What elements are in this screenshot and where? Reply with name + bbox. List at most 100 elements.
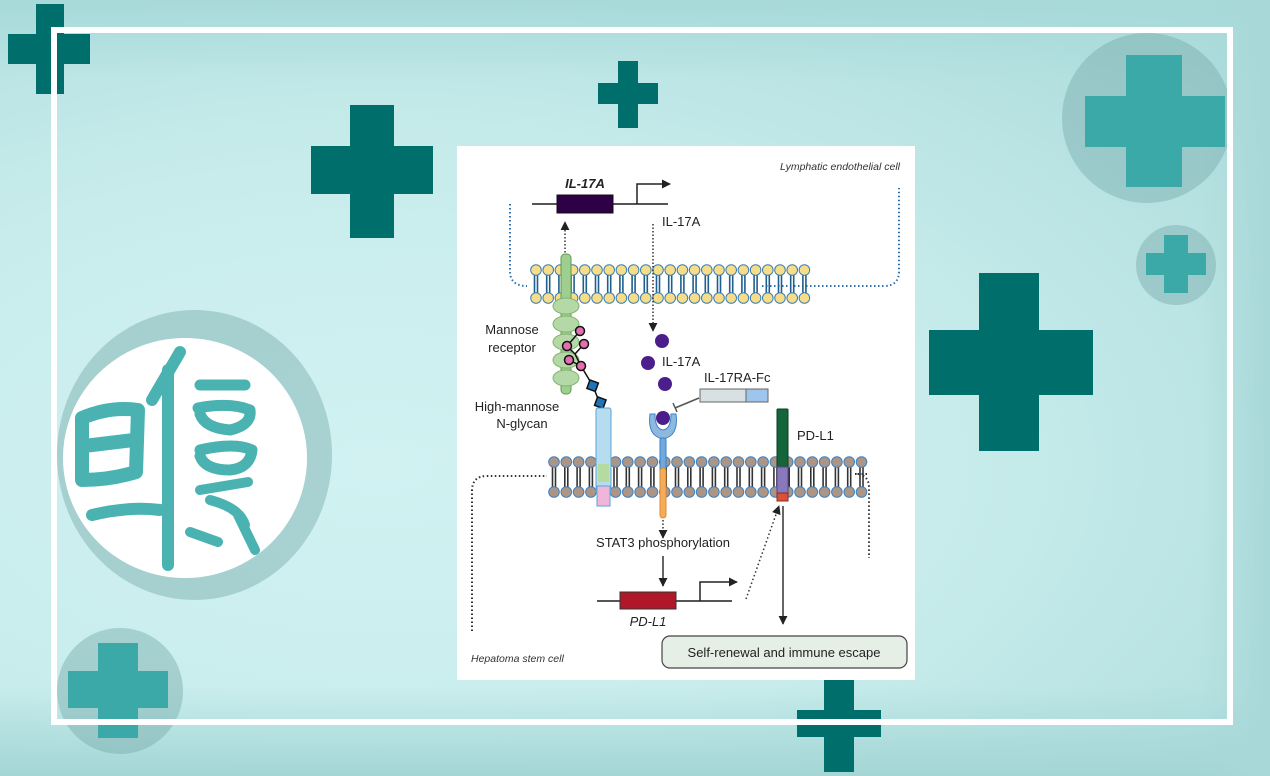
lipid-head <box>688 264 701 276</box>
lipid-head <box>831 456 843 468</box>
pdl1-gene-label: PD-L1 <box>630 614 667 629</box>
calligraphy-seal-logo-icon <box>40 310 330 600</box>
medical-cross-icon <box>68 643 168 738</box>
lipid-head <box>794 486 806 498</box>
medical-cross-icon <box>1146 235 1206 293</box>
lipid-head <box>708 486 720 498</box>
lipid-head <box>603 264 615 276</box>
high-mannose-glycan <box>561 325 608 410</box>
lipid-head <box>542 292 554 304</box>
il17ra-fc-label: IL-17RA-Fc <box>704 370 771 385</box>
lipid-head <box>634 486 646 498</box>
lipid-head <box>737 264 750 276</box>
lipid-head <box>634 456 646 468</box>
lipid-head <box>572 456 585 468</box>
lipid-head <box>757 456 769 468</box>
lipid-head <box>701 292 713 304</box>
lipid-head <box>609 486 622 498</box>
lipid-head <box>843 456 856 468</box>
lipid-head <box>671 486 683 498</box>
lipid-head <box>725 292 738 304</box>
lipid-head <box>798 292 811 304</box>
lipid-head <box>622 486 634 498</box>
lipid-head <box>622 456 634 468</box>
lipid-head <box>855 486 868 498</box>
lymphatic-cell-membrane <box>530 264 811 304</box>
lipid-head <box>591 264 603 276</box>
lipid-head <box>640 292 652 304</box>
pdl1-gene-box <box>619 591 677 610</box>
lipid-head <box>806 486 819 498</box>
medical-cross-icon <box>929 273 1093 451</box>
il17ra-fc-domain-blue <box>745 388 769 403</box>
lipid-head <box>732 486 745 498</box>
lipid-head <box>695 486 708 498</box>
mannose-receptor-lobe <box>552 369 580 387</box>
outcome-box <box>661 635 908 669</box>
lipid-head <box>640 264 652 276</box>
hepatoma-cell-label: Hepatoma stem cell <box>471 653 564 665</box>
hepatoma-cell-outline <box>471 473 870 631</box>
lipid-head <box>664 292 676 304</box>
bound-il17a-ligand <box>656 411 670 425</box>
medical-cross-icon <box>8 4 90 94</box>
medical-cross-icon <box>797 680 881 772</box>
lipid-head <box>560 486 573 498</box>
lipid-head <box>664 264 676 276</box>
secreted-il17a-label: IL-17A <box>662 214 701 229</box>
lipid-head <box>749 292 762 304</box>
lipid-head <box>713 264 725 276</box>
lipid-head <box>560 456 573 468</box>
outcome-label: Self-renewal and immune escape <box>688 645 881 660</box>
il17a-transcription-arrow <box>636 179 671 204</box>
lipid-head <box>745 456 757 468</box>
lipid-head <box>798 264 811 276</box>
background-shade-bottom <box>0 686 1270 776</box>
pdl1-intracellular-domain <box>776 492 789 502</box>
lipid-head <box>818 486 831 498</box>
lipid-head <box>652 264 664 276</box>
lipid-head <box>627 292 640 304</box>
lipid-head <box>683 456 696 468</box>
inhibition-line <box>674 397 700 409</box>
lipid-head <box>585 456 597 468</box>
lipid-head <box>548 486 560 498</box>
il17a-ligand <box>658 377 672 391</box>
lipid-head <box>695 456 708 468</box>
high-mannose-label-line1: High-mannose <box>475 399 560 414</box>
medical-cross-icon <box>311 105 433 238</box>
lipid-head <box>806 456 819 468</box>
lipid-head <box>585 486 597 498</box>
il17a-gene-box <box>556 194 614 214</box>
lipid-head <box>720 486 733 498</box>
lipid-head <box>749 264 762 276</box>
lipid-head <box>757 486 769 498</box>
lipid-head <box>609 456 622 468</box>
extracellular-il17a-label: IL-17A <box>662 354 701 369</box>
lipid-head <box>855 456 868 468</box>
il17a-gene-label: IL-17A <box>565 176 605 191</box>
lipid-head <box>530 292 542 304</box>
lipid-head <box>615 264 628 276</box>
lipid-head <box>774 264 786 276</box>
inhibition-bar <box>672 402 678 413</box>
lipid-head <box>646 486 659 498</box>
white-frame-border <box>51 27 1233 725</box>
lipid-head <box>774 292 786 304</box>
lipid-head <box>786 264 799 276</box>
lipid-head <box>646 456 659 468</box>
mannose-receptor-lobe <box>552 315 580 333</box>
lipid-head <box>683 486 696 498</box>
lipid-head <box>579 264 591 276</box>
lipid-head <box>713 292 725 304</box>
medical-cross-icon <box>1085 55 1225 187</box>
lipid-head <box>818 456 831 468</box>
receptor-transmembrane-segment <box>598 464 609 482</box>
pdl1-protein-label: PD-L1 <box>797 428 834 443</box>
pdl1-extracellular-domain <box>776 408 789 468</box>
lipid-head <box>843 486 856 498</box>
lipid-head <box>708 456 720 468</box>
lipid-head <box>732 456 745 468</box>
medical-cross-icon <box>598 61 658 128</box>
lipid-head <box>701 264 713 276</box>
